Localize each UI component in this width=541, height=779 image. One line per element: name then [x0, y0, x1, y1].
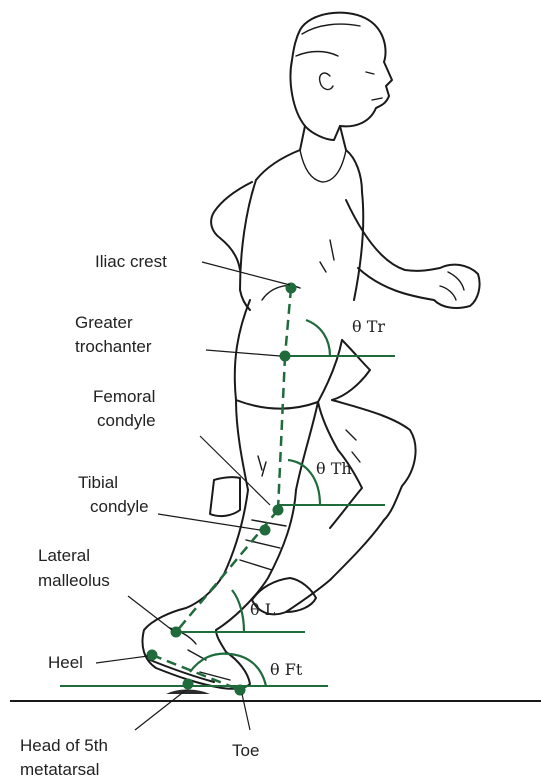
- label-lateral-malleolus-line2: malleolus: [38, 571, 110, 590]
- label-greater-trochanter-line2: trochanter: [75, 337, 152, 356]
- angle-labels: θ Tr θ Th θ L θ Ft: [250, 317, 385, 679]
- label-femoral-condyle-line2: condyle: [97, 411, 156, 430]
- toe-marker: [235, 685, 246, 696]
- angle-label-leg: θ L: [250, 600, 276, 619]
- angle-label-trunk: θ Tr: [352, 317, 385, 336]
- heel-marker: [147, 650, 158, 661]
- label-toe: Toe: [232, 741, 259, 760]
- leader-lines: [96, 262, 290, 730]
- foot-angle-arc: [190, 654, 266, 686]
- angle-label-foot: θ Ft: [270, 660, 303, 679]
- tibial-condyle-marker: [260, 525, 271, 536]
- metatarsal-marker: [183, 679, 194, 690]
- runner-figure: [143, 13, 480, 694]
- greater-trochanter-marker: [280, 351, 291, 362]
- trunk-angle-arc: [306, 320, 330, 356]
- angle-label-thigh: θ Th: [316, 459, 352, 478]
- label-head-5th-metatarsal-line1: Head of 5th: [20, 736, 108, 755]
- label-femoral-condyle-line1: Femoral: [93, 387, 155, 406]
- label-head-5th-metatarsal-line2: metatarsal: [20, 760, 99, 779]
- label-lateral-malleolus-line1: Lateral: [38, 546, 90, 565]
- trunk-segment: [285, 288, 291, 356]
- label-greater-trochanter-line1: Greater: [75, 313, 133, 332]
- label-heel: Heel: [48, 653, 83, 672]
- label-tibial-condyle-line2: condyle: [90, 497, 149, 516]
- femoral-condyle-marker: [273, 505, 284, 516]
- lateral-malleolus-marker: [171, 627, 182, 638]
- label-tibial-condyle-line1: Tibial: [78, 473, 118, 492]
- leg-angle-arc: [232, 590, 244, 632]
- label-iliac-crest: Iliac crest: [95, 252, 167, 271]
- thigh-segment: [278, 356, 285, 510]
